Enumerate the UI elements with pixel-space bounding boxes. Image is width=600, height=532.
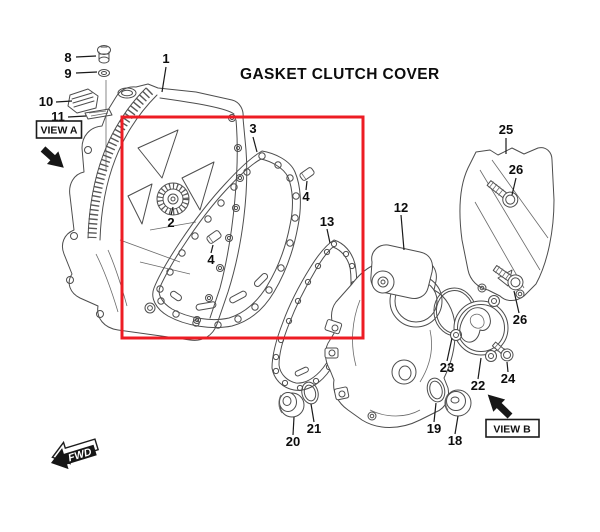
part-2-bearing — [156, 182, 190, 216]
part-26-bolt-upper — [486, 180, 519, 208]
callout-8: 8 — [64, 50, 71, 65]
callout-24: 24 — [501, 371, 516, 386]
callout-18: 18 — [448, 433, 462, 448]
part-20-plug — [278, 392, 305, 418]
view-b-text: VIEW B — [493, 424, 531, 436]
callout-21: 21 — [307, 421, 321, 436]
part-4-dowel-pin-lower — [206, 230, 222, 244]
callout-3: 3 — [249, 121, 256, 136]
view-a-text: VIEW A — [41, 125, 78, 137]
view-a-label: VIEW A — [35, 120, 83, 139]
part-18-plug — [444, 389, 472, 417]
part-24-bolt — [491, 341, 514, 362]
callout-19: 19 — [427, 421, 441, 436]
part-25-cover — [459, 147, 555, 301]
part-26-bolt-lower — [492, 265, 524, 291]
callout-25: 25 — [499, 122, 513, 137]
callout-12: 12 — [394, 200, 408, 215]
callout-1: 1 — [162, 51, 169, 66]
part-4-dowel-pin-upper — [299, 167, 315, 181]
part-21-oring — [301, 381, 319, 405]
callout-4-upper: 4 — [302, 189, 310, 204]
view-b-arrow-icon — [487, 394, 513, 419]
callout-10: 10 — [39, 94, 53, 109]
part-22-pump-cover — [450, 295, 509, 362]
callout-2: 2 — [167, 215, 174, 230]
callout-23: 23 — [440, 360, 454, 375]
callout-22: 22 — [471, 378, 485, 393]
callout-26-upper: 26 — [509, 162, 523, 177]
view-a-arrow-icon — [40, 146, 64, 168]
part-11-plate — [84, 108, 113, 120]
page-title: GASKET CLUTCH COVER — [240, 66, 440, 83]
part-1-clutch-cover — [61, 83, 248, 341]
part-3-gasket — [152, 150, 301, 329]
part-9-nut — [98, 69, 110, 77]
fwd-arrow-icon: FWD — [51, 438, 100, 470]
part-8-bolt — [97, 45, 111, 64]
part-10-cushion — [67, 88, 99, 114]
highlight-box — [120, 115, 365, 340]
view-b-label: VIEW B — [485, 418, 540, 438]
part-12-cover — [324, 244, 456, 428]
leader-lines — [55, 55, 520, 436]
callout-20: 20 — [286, 434, 300, 449]
part-19-seal — [426, 377, 446, 403]
callout-26-lower: 26 — [513, 312, 527, 327]
callout-9: 9 — [64, 66, 71, 81]
callout-4-lower: 4 — [207, 252, 215, 267]
callout-13: 13 — [320, 214, 334, 229]
